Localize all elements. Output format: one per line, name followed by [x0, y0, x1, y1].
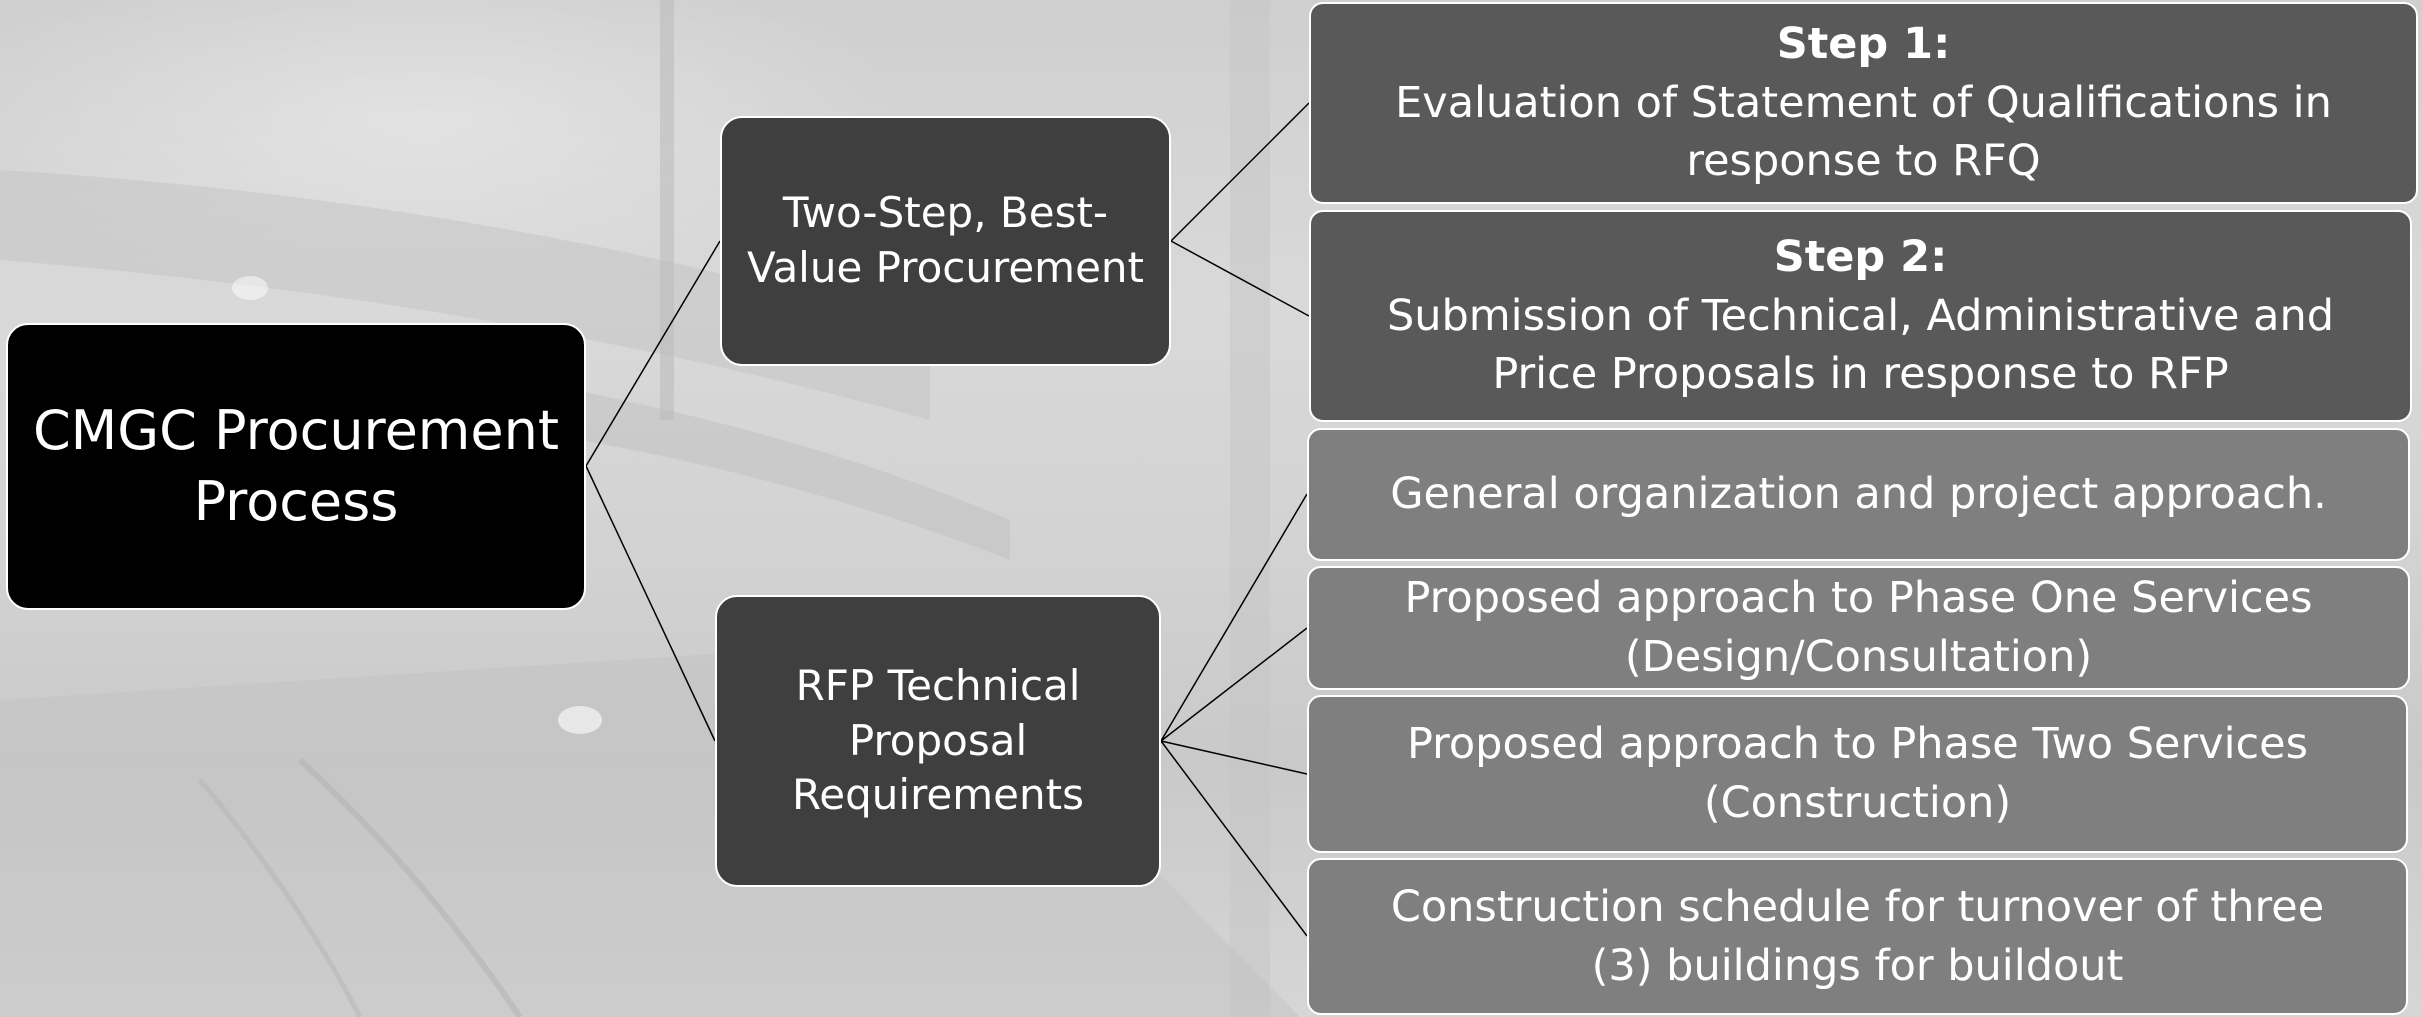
leaf-node-line2: response to RFQ	[1686, 136, 2041, 187]
connector-branch2-req1	[1160, 493, 1308, 742]
connector-branch2-req4	[1160, 740, 1308, 937]
leaf-node-line2: (Design/Consultation)	[1624, 632, 2093, 682]
connector-root-branch2	[585, 465, 716, 742]
branch-node-line2: Value Procurement	[746, 243, 1145, 292]
branch-node-line2: Proposal	[848, 715, 1028, 765]
leaf-node-line1: Proposed approach to Phase One Services	[1404, 573, 2313, 624]
root-node-line1: CMGC Procurement	[32, 399, 560, 463]
branch-node-line1: Two-Step, Best-	[782, 188, 1109, 238]
leaf-node-phase-two: Proposed approach to Phase Two Services …	[1307, 695, 2408, 853]
connector-branch2-req2	[1160, 627, 1308, 742]
leaf-node-line1: Construction schedule for turnover of th…	[1390, 881, 2325, 932]
leaf-node-general-organization: General organization and project approac…	[1307, 428, 2410, 561]
leaf-node-construction-schedule: Construction schedule for turnover of th…	[1307, 858, 2408, 1015]
connector-branch1-step1	[1170, 102, 1310, 242]
root-node: CMGC Procurement Process	[6, 323, 586, 610]
branch-node-line3: Requirements	[792, 770, 1084, 820]
leaf-node-line2: Price Proposals in response to RFP	[1492, 349, 2229, 400]
leaf-node-line1: General organization and project approac…	[1390, 469, 2327, 520]
connector-root-branch1	[585, 240, 721, 467]
step-title: Step 2:	[1773, 231, 1948, 282]
branch-node-line1: RFP Technical	[795, 661, 1081, 711]
leaf-node-line1: Submission of Technical, Administrative …	[1386, 290, 2335, 341]
branch-node-rfp-requirements: RFP Technical Proposal Requirements	[715, 595, 1161, 887]
root-node-line2: Process	[193, 469, 399, 533]
leaf-node-line1: Proposed approach to Phase Two Services	[1406, 719, 2309, 770]
leaf-node-line2: (3) buildings for buildout	[1591, 940, 2124, 991]
step-title: Step 1:	[1776, 18, 1951, 69]
branch-node-two-step: Two-Step, Best- Value Procurement	[720, 116, 1171, 366]
leaf-node-step-2: Step 2: Submission of Technical, Adminis…	[1309, 210, 2412, 422]
leaf-node-line1: Evaluation of Statement of Qualification…	[1395, 77, 2332, 128]
connector-branch1-step2	[1170, 240, 1310, 317]
leaf-node-line2: (Construction)	[1703, 778, 2012, 828]
leaf-node-step-1: Step 1: Evaluation of Statement of Quali…	[1309, 2, 2418, 204]
connector-branch2-req3	[1160, 740, 1308, 775]
leaf-node-phase-one: Proposed approach to Phase One Services …	[1307, 566, 2410, 690]
